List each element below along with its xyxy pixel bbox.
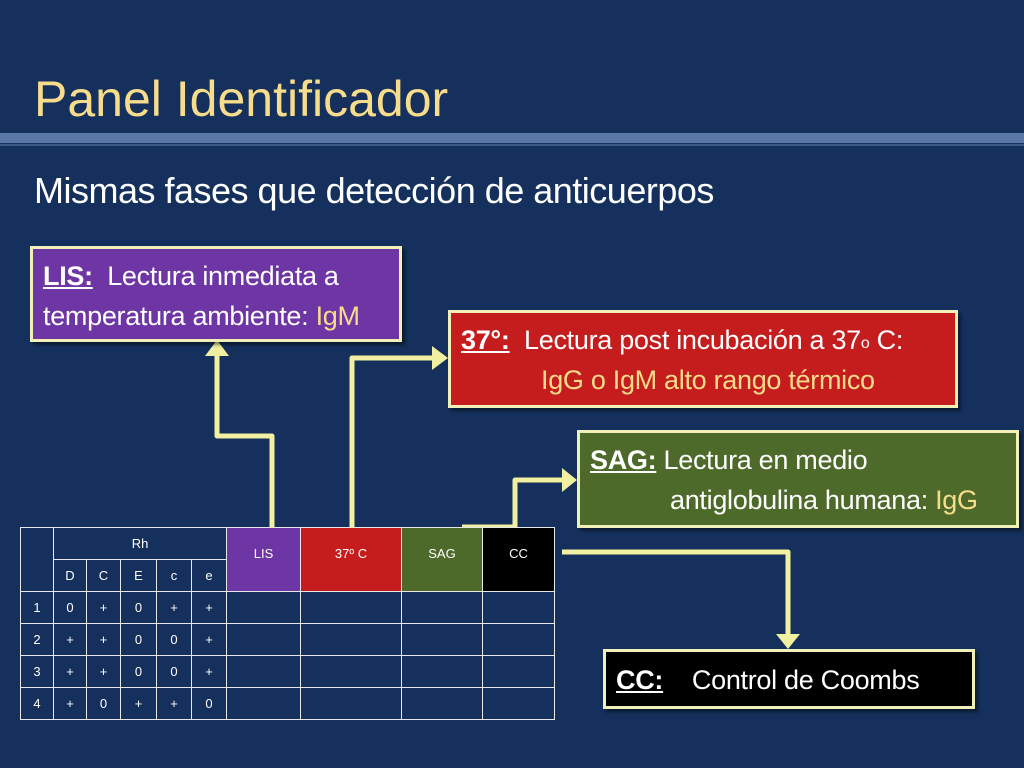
result-cell [300, 623, 402, 656]
antigen-value: + [156, 591, 192, 624]
arrow-cc [562, 549, 791, 638]
table-row: 2 + + 0 0 + [20, 623, 555, 656]
table-row: 3 + + 0 0 + [20, 655, 555, 688]
result-cell [226, 623, 301, 656]
antigen-value: + [191, 623, 227, 656]
table-header-row-1: Rh LIS 37º C SAG CC [20, 527, 555, 592]
antigen-header: c [156, 559, 192, 592]
sag-info-box: SAG: Lectura en medio antiglobulina huma… [577, 430, 1019, 528]
sag-line-1-text: Lectura en medio [663, 445, 868, 475]
antigen-value: + [191, 655, 227, 688]
lis-line-2-text: temperatura ambiente: [43, 301, 316, 331]
t37-line-1: 37°: Lectura post incubación a 37o C: [461, 320, 945, 360]
incubation-37-info-box: 37°: Lectura post incubación a 37o C: Ig… [448, 310, 958, 408]
cc-info-box: CC: Control de Coombs [603, 649, 975, 709]
antigen-value: 0 [156, 623, 192, 656]
antigen-value: 0 [191, 687, 227, 720]
table-header-row-2: D C E c e [21, 559, 555, 592]
lis-tag: LIS: [43, 261, 93, 291]
antigen-value: + [86, 655, 121, 688]
arrowhead-lis [205, 340, 229, 356]
result-cell [482, 687, 555, 720]
sag-tag: SAG: [590, 445, 657, 475]
t37-line-1-text: Lectura post incubación a 37 [524, 325, 861, 355]
lis-line-2: temperatura ambiente: IgM [43, 296, 389, 336]
antigen-value: + [53, 687, 87, 720]
antigen-header: D [53, 559, 87, 592]
cc-line: CC: Control de Coombs [616, 660, 962, 700]
result-cell [226, 687, 301, 720]
result-cell [401, 655, 483, 688]
title-rule-thin [0, 144, 1024, 146]
phase-header-37c: 37º C [300, 527, 402, 592]
antigen-value: 0 [120, 655, 157, 688]
row-number: 1 [20, 591, 54, 624]
sag-line-1: SAG: Lectura en medio [590, 440, 1006, 480]
sag-line-2: antiglobulina humana: IgG [590, 480, 1006, 520]
result-cell [300, 591, 402, 624]
antigen-value: + [53, 655, 87, 688]
antigen-value: + [120, 687, 157, 720]
arrowhead-cc [776, 634, 800, 649]
phase-header-cc: CC [482, 527, 555, 592]
antigen-value: 0 [120, 591, 157, 624]
sag-antibody: IgG [935, 485, 978, 515]
antigen-value: + [191, 591, 227, 624]
result-cell [401, 687, 483, 720]
antigen-header: E [120, 559, 157, 592]
antigen-value: + [53, 623, 87, 656]
antigen-header: e [191, 559, 227, 592]
result-cell [300, 687, 402, 720]
lis-line-1-text: Lectura inmediata a [107, 261, 339, 291]
lis-info-box: LIS: Lectura inmediata a temperatura amb… [30, 246, 402, 342]
antigen-header: C [86, 559, 121, 592]
table-row: 4 + 0 + + 0 [20, 687, 555, 720]
t37-line-2: IgG o IgM alto rango térmico [541, 365, 875, 395]
phase-header-sag: SAG [401, 527, 483, 592]
title-rule [0, 133, 1024, 143]
identification-panel-table: Rh LIS 37º C SAG CC D C E c e 1 0 + 0 + … [20, 527, 555, 720]
antigen-value: + [86, 591, 121, 624]
slide-subtitle: Mismas fases que detección de anticuerpo… [34, 170, 714, 211]
t37-tag: 37°: [461, 325, 510, 355]
lis-antibody: IgM [315, 301, 360, 331]
antigen-value: 0 [120, 623, 157, 656]
phase-header-lis: LIS [226, 527, 301, 592]
result-cell [226, 591, 301, 624]
result-cell [482, 623, 555, 656]
rh-group-header: Rh [53, 527, 227, 560]
result-cell [300, 655, 402, 688]
result-cell [401, 591, 483, 624]
row-number-header [20, 527, 54, 592]
result-cell [482, 655, 555, 688]
table-row: 1 0 + 0 + + [20, 591, 555, 624]
row-number: 3 [20, 655, 54, 688]
t37-line-1-end: C: [869, 325, 904, 355]
antigen-value: + [156, 687, 192, 720]
result-cell [401, 623, 483, 656]
slide-title: Panel Identificador [34, 71, 449, 127]
cc-text: Control de Coombs [691, 665, 920, 695]
antigen-value: 0 [86, 687, 121, 720]
cc-tag: CC: [616, 665, 664, 695]
row-number: 4 [20, 687, 54, 720]
lis-line-1: LIS: Lectura inmediata a [43, 256, 389, 296]
antigen-value: 0 [53, 591, 87, 624]
result-cell [482, 591, 555, 624]
arrow-lis [214, 352, 275, 527]
arrow-sag [462, 477, 566, 530]
arrowhead-37 [432, 346, 448, 370]
antigen-value: 0 [156, 655, 192, 688]
t37-degree-sup: o [860, 335, 870, 352]
arrow-37 [349, 355, 436, 527]
antigen-value: + [86, 623, 121, 656]
arrowhead-sag [562, 468, 577, 492]
row-number: 2 [20, 623, 54, 656]
result-cell [226, 655, 301, 688]
sag-line-2-text: antiglobulina humana: [670, 485, 936, 515]
